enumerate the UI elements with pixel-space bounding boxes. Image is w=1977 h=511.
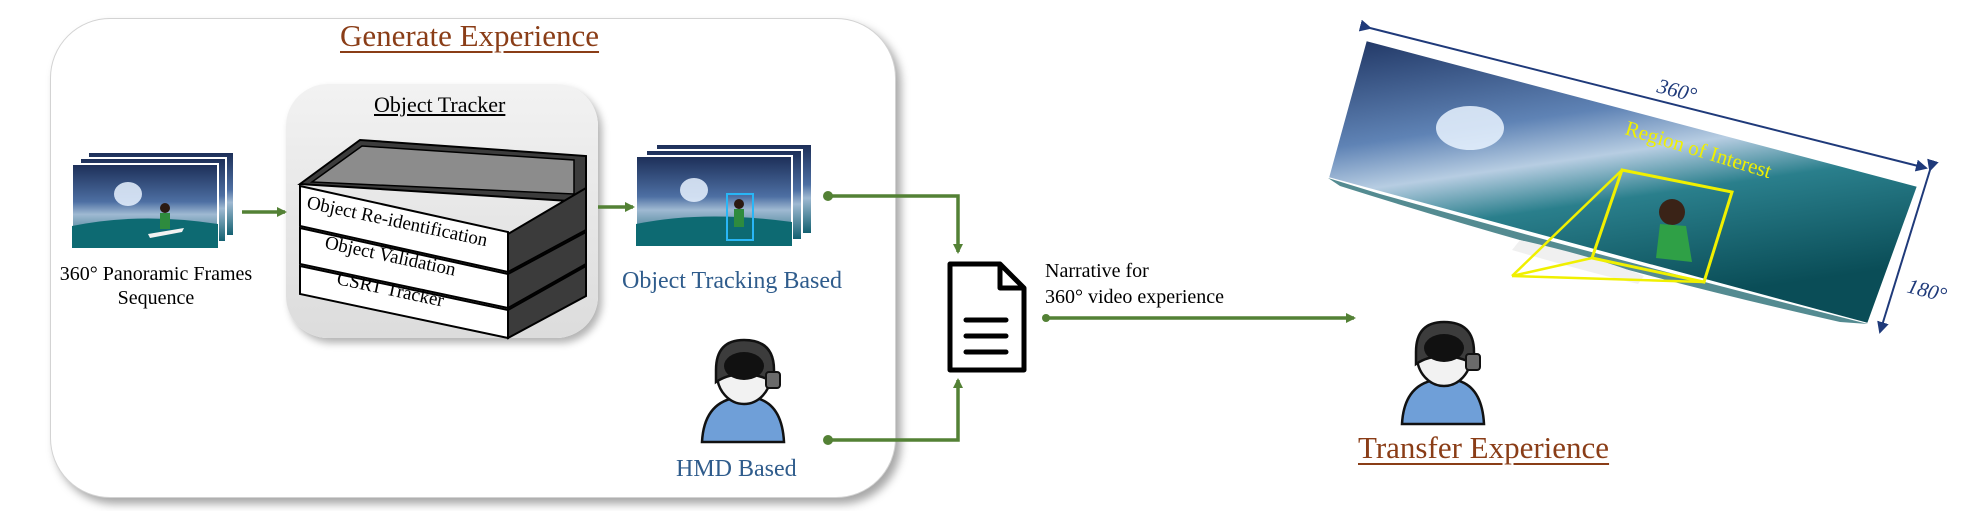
reid-layer-face	[299, 184, 509, 274]
panoramic-frames-label: 360° Panoramic Frames Sequence	[52, 262, 260, 310]
tracked-frames-stack	[635, 143, 813, 247]
height-dimension-arrow	[1877, 158, 1939, 334]
object-tracker-layers: Object Re-identification Object Validati…	[297, 138, 587, 340]
panoramic-frames-label-line1: 360° Panoramic Frames	[59, 263, 253, 285]
height-dimension-label: 180°	[1905, 274, 1950, 308]
narrative-label: Narrative for 360° video experience	[1045, 258, 1224, 310]
viewer-hmd-icon	[1400, 320, 1486, 426]
arrow-tracking-to-narrative	[828, 194, 963, 254]
panoramic-frames-stack	[71, 151, 235, 248]
hmd-based-label: HMD Based	[676, 456, 797, 482]
transfer-panorama: Region of Interest 360° 180°	[1326, 19, 1950, 334]
validation-layer-face	[299, 226, 509, 310]
width-dimension-arrow	[1358, 19, 1928, 172]
hmd-user-icon	[700, 338, 786, 444]
narrative-label-line2: 360° video experience	[1045, 286, 1225, 308]
generate-experience-heading: Generate Experience	[340, 18, 600, 53]
document-icon	[947, 261, 1027, 373]
arrow-hmd-to-narrative	[828, 378, 963, 442]
panorama-image	[1326, 38, 1920, 326]
panoramic-frames-label-line2: Sequence	[117, 287, 195, 309]
tracking-bounding-box	[726, 193, 754, 241]
object-tracking-label: Object Tracking Based	[622, 268, 842, 294]
csrt-layer-face	[299, 264, 509, 340]
narrative-label-line1: Narrative for	[1045, 260, 1149, 282]
object-tracker-title: Object Tracker	[374, 92, 506, 117]
transfer-experience-heading: Transfer Experience	[1358, 430, 1610, 465]
